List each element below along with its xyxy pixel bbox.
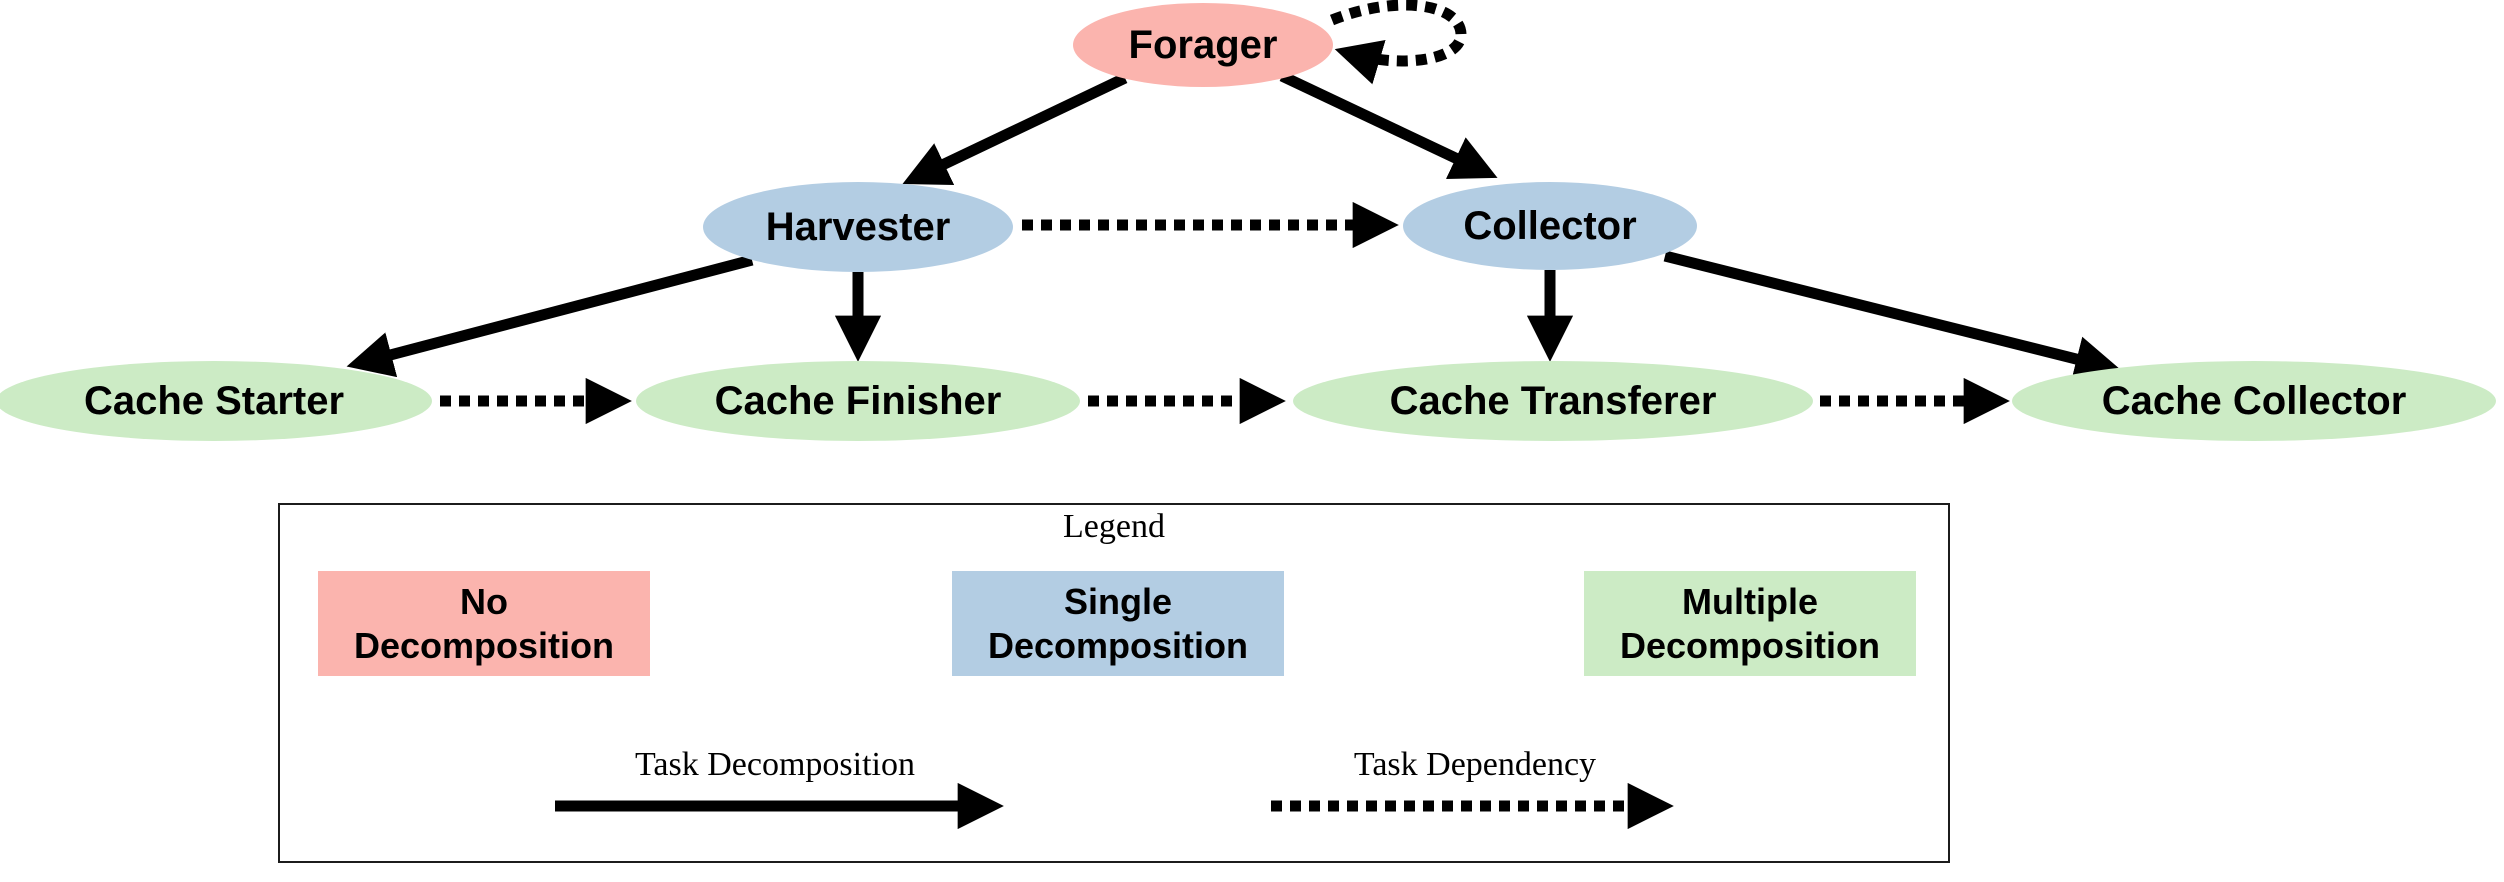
legend-swatch-multiple-decomposition: Multiple Decomposition bbox=[1584, 571, 1916, 676]
node-collector: Collector bbox=[1403, 182, 1697, 270]
node-cache-collector: Cache Collector bbox=[2012, 361, 2496, 441]
legend-swatch-no-decomposition: No Decomposition bbox=[318, 571, 650, 676]
legend-swatch-label-line1: Single bbox=[1063, 580, 1173, 622]
legend-swatch-single-decomposition: Single Decomposition bbox=[952, 571, 1284, 676]
edge-harvester-cache-starter bbox=[346, 254, 754, 378]
edge-forager-harvester bbox=[902, 73, 1128, 185]
node-forager: Forager bbox=[1073, 3, 1333, 87]
edge-forager-collector bbox=[1279, 71, 1498, 180]
edge-forager-self-loop bbox=[1329, 0, 1467, 85]
edge-collector-cache-collector bbox=[1663, 250, 2122, 382]
legend-swatch-label-line1: Multiple bbox=[1682, 580, 1818, 622]
legend-task-dependency-label: Task Dependency bbox=[1353, 746, 1597, 783]
legend-swatch-label-line2: Decomposition bbox=[1619, 624, 1880, 666]
node-cache-finisher: Cache Finisher bbox=[636, 361, 1080, 441]
legend-box bbox=[278, 503, 1950, 863]
legend-swatch-label-line2: Decomposition bbox=[987, 624, 1248, 666]
legend-title: Legend bbox=[1063, 508, 1165, 545]
node-cache-transferer: Cache Transferer bbox=[1293, 361, 1813, 441]
legend-task-decomposition-label: Task Decomposition bbox=[635, 746, 915, 783]
node-harvester: Harvester bbox=[703, 182, 1013, 272]
legend-swatch-label-line1: No bbox=[460, 580, 508, 622]
node-cache-starter: Cache Starter bbox=[0, 361, 432, 441]
legend-swatch-label-line2: Decomposition bbox=[353, 624, 614, 666]
